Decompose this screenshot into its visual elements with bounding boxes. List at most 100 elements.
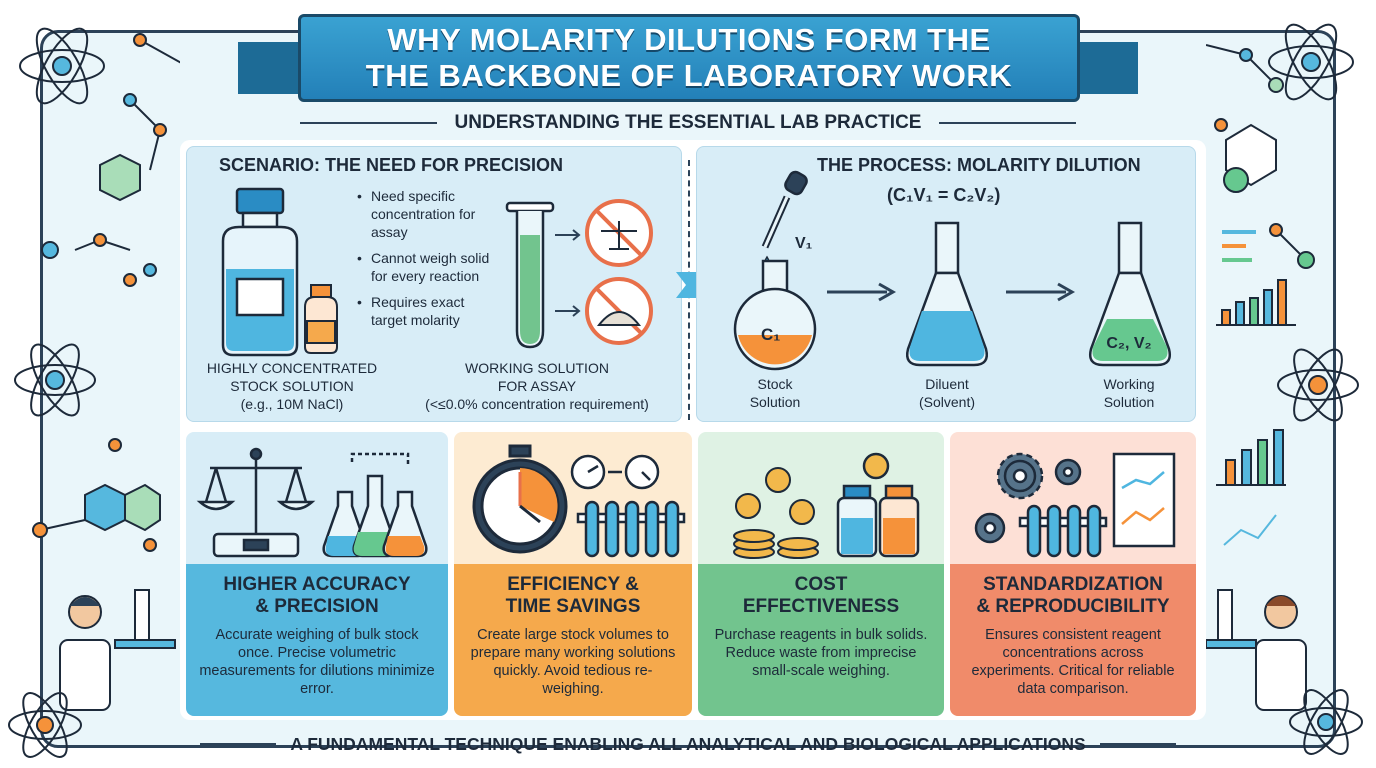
card-text: Accurate weighing of bulk stock once. Pr…	[199, 627, 435, 697]
diluent-line: Diluent	[925, 376, 969, 392]
stock-solution-line: Solution	[749, 394, 801, 410]
stock-solution-label: Stock Solution	[725, 375, 825, 411]
c1-label: C₁	[761, 325, 781, 344]
title-banner: WHY MOLARITY DILUTIONS FORM THE THE BACK…	[298, 14, 1080, 102]
card-title: HIGHER ACCURACY & PRECISION	[198, 574, 436, 618]
bullet-item: Need specific concentration for assay	[357, 187, 497, 241]
card-title-line: & PRECISION	[255, 596, 379, 617]
test-tube-icon	[505, 201, 555, 349]
card-title-line: STANDARDIZATION	[983, 574, 1163, 595]
test-tube-rack-icon	[576, 500, 686, 558]
erlenmeyer-flask-icon	[1089, 221, 1171, 367]
diluent-flask-illustration	[906, 221, 988, 367]
molecule-icon	[1206, 44, 1315, 269]
atom-icon	[19, 27, 105, 105]
bullet-item: Requires exact target molarity	[357, 293, 497, 329]
working-caption-line: (<≤0.0% concentration requirement)	[425, 396, 649, 412]
card-title-line: EFFECTIVENESS	[742, 596, 900, 617]
balance-illustration	[196, 447, 428, 558]
balance-scale-icon	[196, 447, 316, 558]
stock-bottle-illustration	[221, 187, 338, 357]
bar-chart-icon	[1216, 230, 1296, 326]
working-caption: WORKING SOLUTION FOR ASSAY (<≤0.0% conce…	[397, 359, 677, 413]
card-title: COST EFFECTIVENESS	[710, 574, 932, 618]
bar-chart-icon	[1216, 429, 1286, 546]
title-line-2: THE BACKBONE OF LABORATORY WORK	[365, 58, 1013, 93]
atom-icon	[1268, 23, 1354, 101]
scientist-figure	[59, 589, 176, 711]
working-caption-line: WORKING SOLUTION	[465, 360, 609, 376]
arrow-icon	[555, 229, 581, 317]
card-body: HIGHER ACCURACY & PRECISION Accurate wei…	[186, 564, 448, 716]
card-efficiency: EFFICIENCY & TIME SAVINGS Create large s…	[454, 432, 692, 716]
coins-illustration	[733, 452, 920, 559]
working-caption-line: FOR ASSAY	[497, 378, 577, 394]
process-arrow-icon	[827, 282, 897, 302]
left-decoration	[8, 27, 180, 758]
process-panel: THE PROCESS: MOLARITY DILUTION (C₁V₁ = C…	[696, 146, 1196, 422]
test-tube-rack-icon	[1018, 504, 1108, 558]
process-arrow-icon	[1006, 282, 1076, 302]
card-title: EFFICIENCY & TIME SAVINGS	[466, 574, 680, 618]
card-body: COST EFFECTIVENESS Purchase reagents in …	[698, 564, 944, 716]
card-body: STANDARDIZATION & REPRODUCIBILITY Ensure…	[950, 564, 1196, 716]
card-text: Ensures consistent reagent concentration…	[971, 627, 1175, 697]
molecule-icon	[32, 438, 161, 552]
scenario-panel: SCENARIO: THE NEED FOR PRECISION Need sp…	[186, 146, 682, 422]
card-body: EFFICIENCY & TIME SAVINGS Create large s…	[454, 564, 692, 716]
dropper-illustration	[761, 170, 808, 270]
subtitle-text: UNDERSTANDING THE ESSENTIAL LAB PRACTICE	[454, 112, 922, 133]
scenario-bullets: Need specific concentration for assay Ca…	[357, 187, 497, 337]
data-chart-icon	[1112, 452, 1176, 548]
card-title: STANDARDIZATION & REPRODUCIBILITY	[962, 574, 1184, 618]
card-text: Create large stock volumes to prepare ma…	[470, 627, 676, 697]
stock-flask-illustration	[733, 259, 817, 371]
card-title-line: HIGHER ACCURACY	[223, 574, 411, 595]
card-text: Purchase reagents in bulk solids. Reduce…	[714, 627, 928, 679]
flasks-icon	[322, 452, 428, 558]
stopwatch-icon	[472, 444, 568, 554]
atom-icon	[14, 343, 96, 417]
round-flask-icon	[733, 259, 817, 371]
stock-caption-line: HIGHLY CONCENTRATED	[206, 360, 378, 376]
small-bottle-icon	[304, 284, 338, 354]
reagent-bottles-icon	[836, 452, 920, 558]
stopwatch-illustration	[472, 444, 686, 558]
c2v2-label: C₂, V₂	[1106, 335, 1152, 352]
card-standardization: STANDARDIZATION & REPRODUCIBILITY Ensure…	[950, 432, 1196, 716]
atom-icon	[1277, 348, 1359, 422]
no-powder-icon	[585, 277, 653, 345]
dilution-formula: (C₁V₁ = C₂V₂)	[887, 185, 1001, 205]
process-title: THE PROCESS: MOLARITY DILUTION	[817, 155, 1141, 175]
bullet-item: Cannot weigh solid for every reaction	[357, 249, 497, 285]
working-solution-line: Working	[1103, 376, 1155, 392]
coin-stack-icon	[733, 467, 819, 559]
working-solution-line: Solution	[1103, 394, 1155, 410]
no-weighing-icon	[585, 199, 653, 267]
diluent-label: Diluent (Solvent)	[897, 375, 997, 411]
dropper-icon	[761, 170, 808, 270]
divider	[300, 122, 437, 124]
working-tube-illustration	[505, 199, 653, 349]
title-line-1: WHY MOLARITY DILUTIONS FORM THE	[387, 22, 991, 57]
timer-icons	[570, 454, 660, 490]
diluent-line: (Solvent)	[918, 394, 976, 410]
card-title-line: TIME SAVINGS	[505, 596, 641, 617]
scientist-figure	[1206, 589, 1307, 711]
stock-caption-line: (e.g., 10M NaCl)	[240, 396, 344, 412]
stock-bottle-icon	[221, 187, 299, 357]
scenario-title: SCENARIO: THE NEED FOR PRECISION	[219, 155, 564, 175]
card-title-line: COST	[794, 574, 848, 595]
card-title-line: EFFICIENCY &	[507, 574, 639, 595]
divider	[939, 122, 1076, 124]
card-accuracy: HIGHER ACCURACY & PRECISION Accurate wei…	[186, 432, 448, 716]
divider	[1099, 743, 1176, 745]
atom-icon	[8, 692, 82, 758]
card-title-line: & REPRODUCIBILITY	[976, 596, 1170, 617]
stock-caption-line: STOCK SOLUTION	[230, 378, 354, 394]
footer-text: A FUNDAMENTAL TECHNIQUE ENABLING ALL ANA…	[290, 733, 1086, 754]
gear-icon	[974, 452, 1082, 544]
stock-solution-line: Stock	[757, 376, 793, 392]
v1-label: V₁	[795, 235, 813, 252]
stock-caption: HIGHLY CONCENTRATED STOCK SOLUTION (e.g.…	[187, 359, 397, 413]
